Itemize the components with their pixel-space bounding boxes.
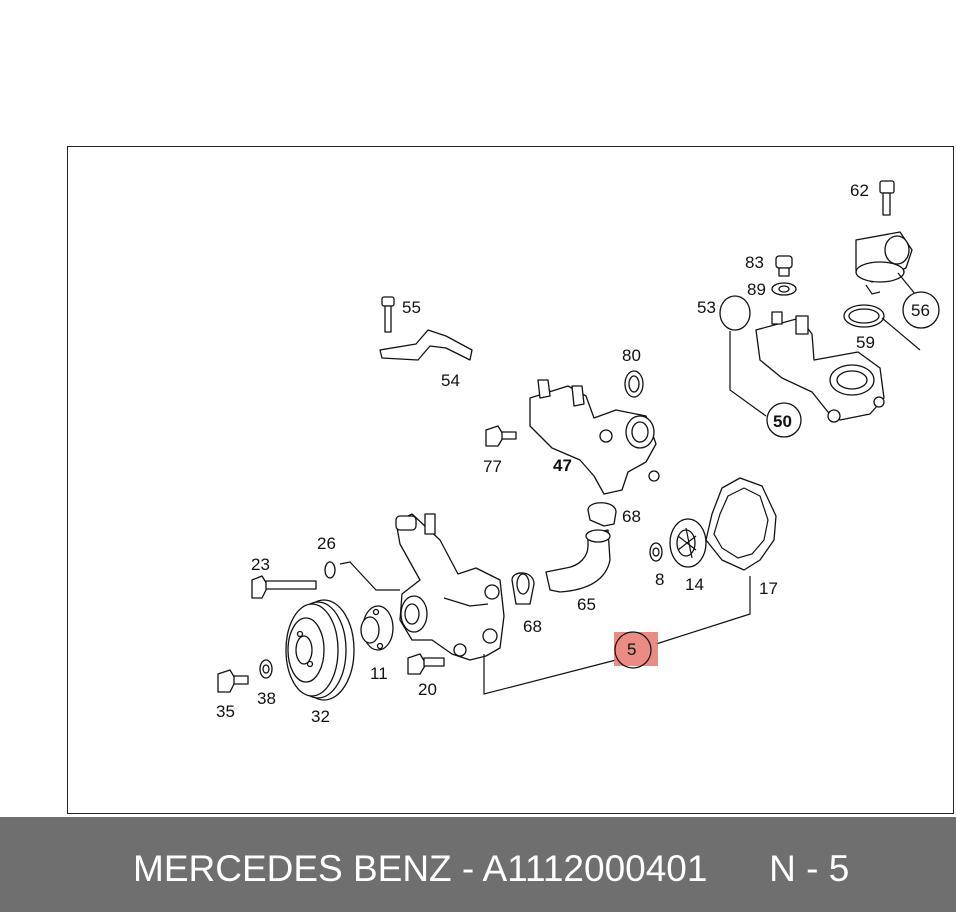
leader-line-59-56 [881,317,921,351]
label-68-lower: 68 [523,617,542,636]
label-32: 32 [311,707,330,726]
label-83: 83 [745,253,764,272]
label-5: 5 [627,640,636,659]
leader-line-26 [339,561,400,591]
label-38: 38 [257,689,276,708]
footer-bar [0,817,956,912]
callout-circle-50 [766,402,802,438]
label-14: 14 [685,575,704,594]
parts-diagram: 62 83 89 53 56 59 50 55 54 80 77 47 68 2… [216,180,940,726]
plug-83 [775,255,793,277]
label-17: 17 [759,579,778,598]
housing-50 [755,311,885,423]
label-35: 35 [216,702,235,721]
clamp-68-upper [587,502,617,527]
bolt-20 [407,653,445,675]
pulley-32 [285,599,355,701]
label-62: 62 [850,181,869,200]
label-59: 59 [856,333,875,352]
label-53: 53 [697,298,716,317]
leader-line-53-50 [729,331,767,417]
hose-65 [545,529,611,593]
label-8: 8 [655,570,664,589]
diagram-frame [67,146,954,814]
bolt-23 [251,575,317,599]
label-80: 80 [622,346,641,365]
callout-circle-5 [614,631,652,669]
seal-ring-59 [843,304,885,328]
label-50: 50 [773,412,792,431]
label-54: 54 [441,371,460,390]
callout-circle-56 [902,291,940,329]
washer-26 [324,561,336,579]
label-77: 77 [483,457,502,476]
bolt-35 [217,669,249,693]
label-68-upper: 68 [622,507,641,526]
bolt-77 [485,425,517,447]
label-47: 47 [553,456,572,475]
thermostat-cover-part [855,180,913,295]
bolt-55 [381,296,395,333]
label-89: 89 [747,280,766,299]
hub-11 [360,605,394,651]
label-23: 23 [251,555,270,574]
housing-47 [529,379,660,495]
cover-cap-53 [719,295,751,331]
label-26: 26 [317,534,336,553]
leader-line-17-5 [655,576,751,645]
bracket-54 [379,329,473,361]
label-20: 20 [418,680,437,699]
label-55: 55 [402,298,421,317]
label-56: 56 [911,301,930,320]
label-11: 11 [370,664,388,683]
impeller-14 [669,518,707,568]
leader-line-5 [483,654,617,695]
label-65: 65 [577,595,596,614]
water-pump-body [395,513,505,661]
part-number-caption: MERCEDES BENZ - A1112000401 N - 5 [133,848,850,889]
